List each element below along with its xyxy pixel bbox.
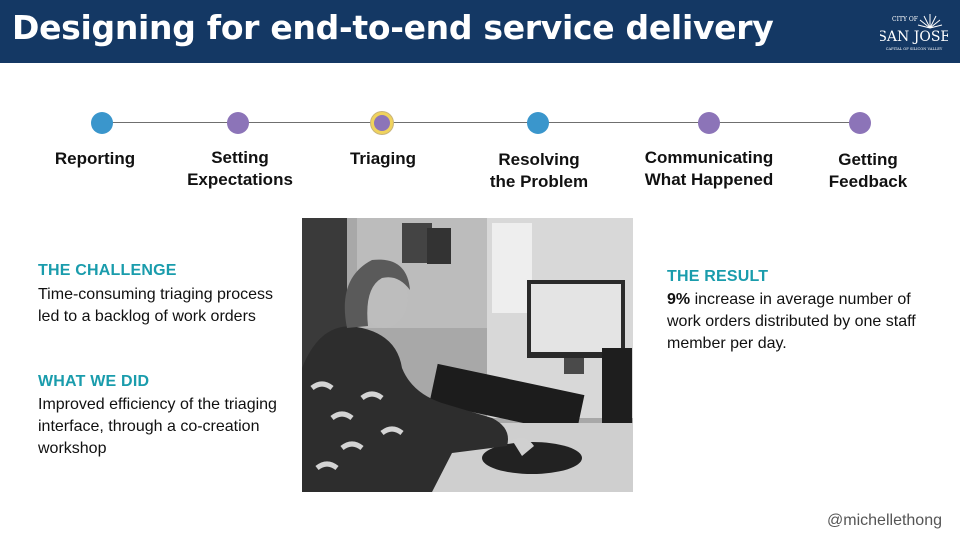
- author-handle: @michellethong: [827, 512, 942, 529]
- step-label-reporting: Reporting: [54, 149, 136, 168]
- logo-city-of: CITY OF: [892, 16, 918, 23]
- challenge-heading: THE CHALLENGE: [38, 262, 177, 279]
- result-body: increase in average number of work order…: [667, 291, 916, 352]
- result-heading: THE RESULT: [667, 268, 769, 285]
- step-label-communicating: Communicating What Happened: [644, 148, 774, 189]
- step-node-setting-expectations: [227, 112, 249, 134]
- what-we-did-heading: WHAT WE DID: [38, 373, 150, 390]
- step-node-resolving: [527, 112, 549, 134]
- step-label-feedback: Getting Feedback: [828, 150, 908, 191]
- timeline-line: [102, 122, 860, 123]
- header-bar: Designing for end-to-end service deliver…: [0, 0, 960, 63]
- step-label-resolving: Resolving the Problem: [489, 150, 589, 191]
- challenge-text: Time-consuming triaging process led to a…: [38, 286, 274, 325]
- result-highlight: 9%: [667, 291, 691, 308]
- result-text: 9% increase in average number of work or…: [667, 289, 942, 355]
- logo-tagline: CAPITAL OF SILICON VALLEY: [886, 47, 943, 51]
- logo-name: SAN JOSE: [880, 29, 948, 45]
- page-title: Designing for end-to-end service deliver…: [12, 8, 774, 47]
- step-label-triaging: Triaging: [349, 149, 417, 168]
- city-logo: CITY OF SAN JOSE CAPITAL OF SILICON VALL…: [880, 14, 948, 51]
- step-node-triaging: [371, 112, 393, 134]
- step-node-communicating: [698, 112, 720, 134]
- step-node-feedback: [849, 112, 871, 134]
- workstation-photo: [302, 218, 633, 492]
- step-node-reporting: [91, 112, 113, 134]
- what-we-did-text: Improved efficiency of the triaging inte…: [38, 396, 277, 457]
- step-label-setting-expectations: Setting Expectations: [187, 148, 293, 189]
- process-timeline: Reporting Setting Expectations Triaging …: [0, 100, 960, 200]
